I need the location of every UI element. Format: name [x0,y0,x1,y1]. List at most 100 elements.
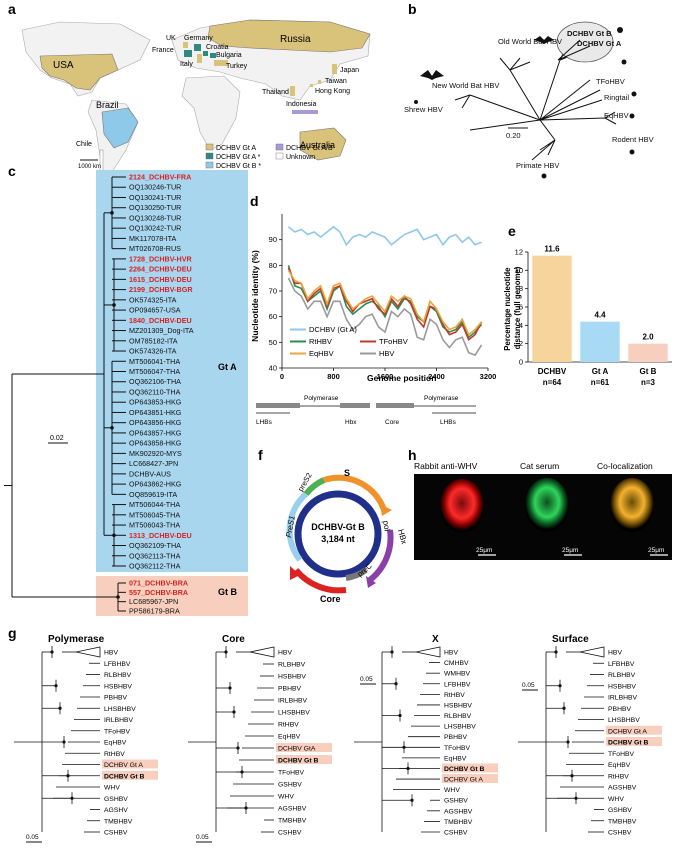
tree-branch [557,45,591,61]
dchbv-highlight [606,725,662,735]
panel-letter: c [8,163,16,179]
node-support-dot [390,650,394,654]
gene-tree-taxon: GSHBV [278,782,302,789]
gene-tree-taxon: CSHBV [608,830,632,837]
genome-map-label: Polymerase [424,395,459,402]
map-label: France [152,47,174,54]
taxon-label: OP643853-HKG [129,398,182,407]
taxon-label: OQ130241-TUR [129,193,181,202]
country-france [184,50,192,57]
gene-tree-taxon: TMBHBV [104,818,133,825]
map-label: Australia [300,140,335,150]
taxon-label: MT506044-THA [129,500,180,509]
country-usa [39,53,119,91]
continent-australia [299,127,347,161]
legend-label: DCHBV Gt B * [216,163,261,170]
bar-0 [532,255,572,362]
gene-tree-taxon: AGSHBV [608,785,637,792]
micro-scale-label: 25μm [562,547,578,554]
preC-arc [345,567,368,581]
map-scale-label: 1000 km [78,164,101,170]
taxon-label: OQ362112-THA [129,562,181,571]
category-label: DCHBV [538,367,567,376]
taxon-label: OQ362113-THA [129,551,181,560]
country-italy [197,54,202,63]
gene-tree-taxon: RLBHBV [104,672,132,679]
continent-africa [181,75,241,151]
taxon-label: 1615_DCHBV-DEU [129,275,192,284]
taxon-label: LC668427-JPN [129,459,178,468]
map-label: Japan [340,67,359,74]
gene-tree-taxon: IRLBHBV [104,717,134,724]
taxon-label: OP643851-HKG [129,408,182,417]
legend-label: DCHBV Gt A/B [286,145,333,152]
legend-swatch [205,152,214,160]
legend-label: DCHBV (Gt A) [309,325,357,334]
dchbv-highlight [276,755,332,764]
gene-tree-scale-label: 0.05 [196,834,209,841]
series-lines [287,225,483,357]
node-support-dot [50,650,54,654]
gene-label: pol [381,520,392,532]
gene-tree-taxon: HSBHBV [444,702,472,709]
gene-tree-taxon: GSHBV [444,798,468,805]
tree-label: Ringtail [604,93,629,102]
gene-tree-scale-label: 0.05 [522,682,535,689]
taxon-label: 1840_DCHBV-DEU [129,316,192,325]
y-tick-label: 6 [519,303,523,312]
legend-label: DCHBV Gt A [216,145,256,152]
taxon-label: OK574326-ITA [129,347,177,356]
node-support-dot [236,746,240,750]
node-support-dot [410,798,414,802]
panel-letter: g [8,625,17,641]
country-thailand [290,86,295,96]
genome-map-segment [256,403,300,408]
tree-label: New World Bat HBV [432,81,499,90]
node-support-dot [566,740,570,744]
gene-tree-taxon: LHSBHBV [278,710,310,717]
gene-tree-taxon: CMHBV [444,660,469,667]
tree-label: Primate HBV [516,161,559,170]
dchbv-highlight [606,737,662,746]
node-support-dot [112,303,116,307]
gene-tree-taxon: PBHBV [608,706,632,713]
taxon-label: OQ362109-THA [129,541,181,550]
gene-tree-taxon: HSBHBV [104,683,132,690]
phylogeny-panel: 2124_DCHBV-FRAOQ130246-TUROQ130241-TUROQ… [4,170,248,616]
collapsed-clade [75,646,101,658]
bar-value-label: 4.4 [594,311,606,320]
bar-2 [628,343,668,362]
legend-swatch [275,152,284,160]
bars [532,255,668,362]
preS1-arc [286,491,309,562]
tree-label: Rodent HBV [612,135,654,144]
genome-map: Polymerase Polymerase LHBs Hbx Core LHBs [256,395,476,426]
S-arrowhead [380,504,392,516]
taxon-label: OQ130250-TUR [129,203,181,212]
taxon-label: 2199_DCHBV-BGR [129,285,193,294]
country-indonesia [292,110,318,114]
gene-label: Core [320,594,341,604]
gene-tree-taxon: GSHBV [104,796,128,803]
taxon-label: MK902920-MYS [129,449,182,458]
taxon-label: 071_DCHBV-BRA [129,579,188,588]
gene-tree-title: Polymerase [48,634,105,645]
gene-tree-taxon: DCHBV GtA [278,746,316,753]
dchbv-highlight [102,759,158,769]
gene-tree-taxon: RLBHBV [444,713,472,720]
series-line-1 [287,265,483,339]
map-label: Taiwan [325,78,347,85]
bat-icon [534,36,554,44]
S-arc [323,474,387,512]
y-axis-label-line: distance (full genome) [513,266,522,349]
node-support-dot [112,533,116,538]
gene-tree-taxon: DCHBV Gt B [608,740,648,747]
series-line-0 [287,225,482,247]
gene-tree-taxon: TFoHBV [444,745,471,752]
map-label: Turkey [226,63,248,70]
gene-tree-taxon: WMHBV [444,671,471,678]
gene-tree-taxon: EqHBV [444,755,467,762]
gene-tree-taxon: TMBHBV [444,819,473,826]
category-count: n=64 [543,378,562,387]
